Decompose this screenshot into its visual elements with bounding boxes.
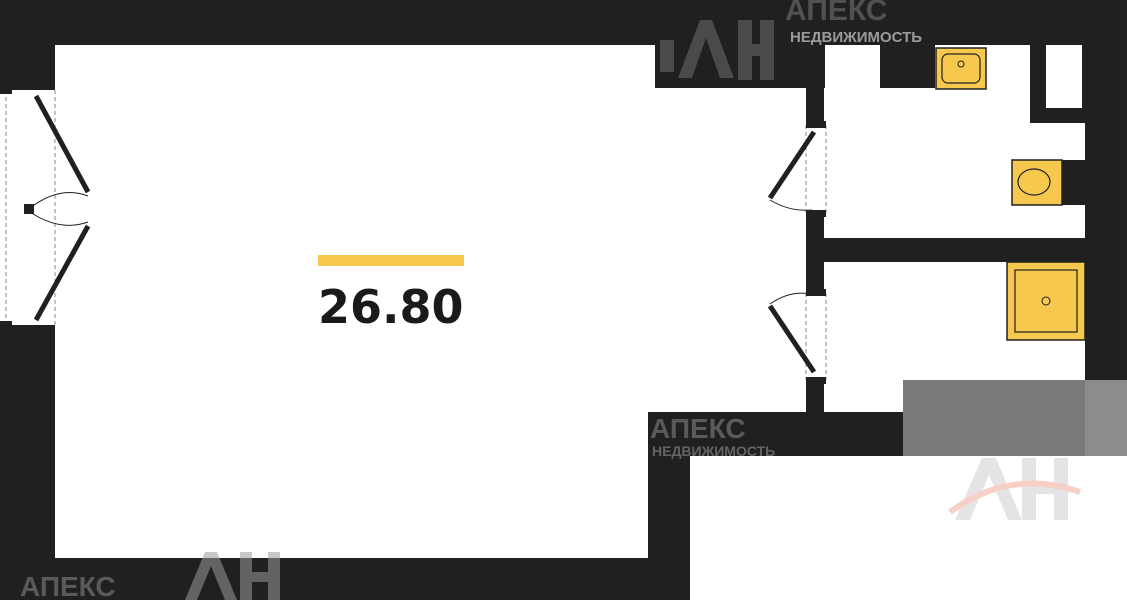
exterior-door [0, 86, 91, 329]
watermark-brand-bottom: АПЕКС [20, 571, 116, 600]
door-leaf [767, 304, 817, 374]
wall-top [0, 0, 1127, 45]
watermark-subtitle-mid: НЕДВИЖИМОСТЬ [652, 443, 775, 459]
door-leaf [767, 130, 817, 200]
door-leaf-upper [33, 94, 91, 194]
bath-door-upper [767, 121, 827, 217]
wall-left-upper [0, 0, 55, 90]
niche-1 [828, 45, 876, 81]
toilet-icon [1011, 159, 1086, 206]
wall-right [1085, 0, 1127, 380]
niche-2 [1046, 45, 1082, 108]
wall-lower-horizontal [648, 412, 903, 456]
watermark-corner [903, 380, 1127, 456]
watermark-subtitle-top: НЕДВИЖИМОСТЬ [790, 29, 922, 46]
sink-icon [935, 47, 987, 90]
watermark-logo-top [660, 20, 774, 80]
watermark-corner-edge [1085, 380, 1127, 456]
watermark: АПЕКС НЕДВИЖИМОСТЬ АПЕКС НЕДВИЖИМОСТЬ АП… [20, 0, 1081, 600]
door-lock [24, 204, 34, 214]
door-swing-icon [29, 191, 89, 209]
watermark-brand-mid: АПЕКС [650, 413, 746, 444]
wall-niche-left [880, 45, 935, 88]
niches [828, 45, 1082, 108]
area-accent-bar [318, 255, 464, 266]
partition-lower [806, 380, 824, 415]
wall-bath-divider [806, 238, 1091, 262]
door-leaf-lower [33, 224, 91, 322]
watermark-logo-bottom [948, 458, 1081, 520]
watermark-brand-top: АПЕКС [785, 0, 887, 27]
wall-bottom [0, 558, 690, 600]
bath-door-lower [767, 289, 827, 384]
watermark-logo-bottom-left [185, 552, 280, 600]
room-area-label: 26.80 [318, 280, 464, 334]
wall-left-lower [0, 325, 55, 600]
shower-tray-icon [1006, 261, 1086, 341]
